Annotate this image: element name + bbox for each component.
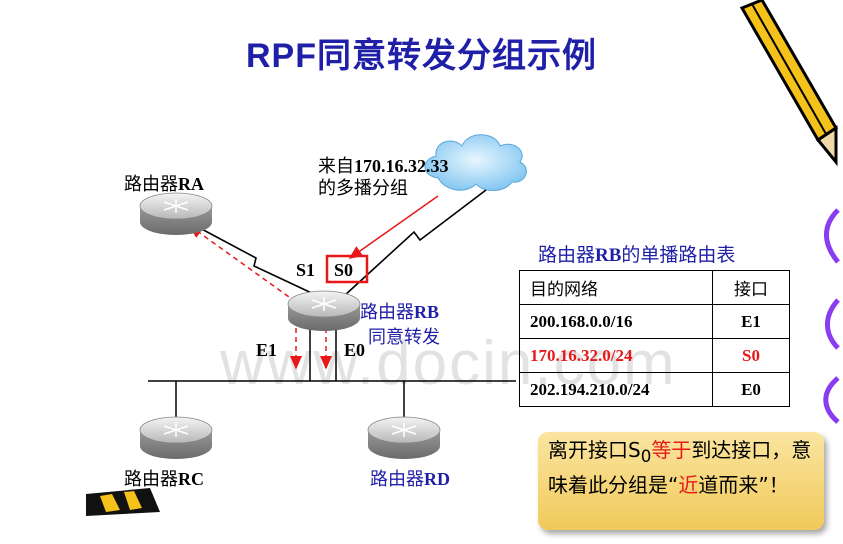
interface-s1-label: S1: [296, 260, 316, 280]
pencil-decoration: [739, 0, 839, 167]
callout-emphasis: 近: [678, 473, 699, 497]
explanation-callout: 离开接口S0等于到达接口，意味着此分组是“近道而来”！: [538, 432, 824, 530]
table-row: 200.168.0.0/16 E1: [519, 304, 790, 339]
interface-e0-label: E0: [344, 340, 366, 360]
row-interface: S0: [712, 338, 790, 373]
header-interface: 接口: [712, 270, 790, 305]
incoming-arrow: [348, 195, 439, 259]
callout-text: 道而来: [698, 473, 759, 497]
router-rb-note: 同意转发: [368, 327, 440, 347]
callout-emphasis: 等于: [651, 438, 692, 462]
serial-links: [195, 189, 487, 297]
row-interface: E0: [712, 372, 790, 407]
callout-text: 离开接口S: [548, 438, 641, 462]
router-ra-label: 路由器RA: [124, 174, 204, 194]
router-rb-icon: [287, 290, 361, 331]
interface-s0-label: S0: [334, 260, 354, 280]
router-rd-icon: [367, 416, 441, 459]
callout-text: 到达接口，意味着此分组是: [548, 438, 812, 497]
source-label-line1: 来自170.16.32.33: [318, 156, 449, 176]
row-network: 170.16.32.0/24: [519, 338, 713, 373]
s0-highlight-box: [325, 254, 369, 284]
table-row-highlighted: 170.16.32.0/24 S0: [519, 338, 790, 373]
router-rc-label: 路由器RC: [124, 469, 204, 489]
router-ra-icon: [139, 192, 213, 235]
routing-table: 目的网络 接口 200.168.0.0/16 E1 170.16.32.0/24…: [519, 270, 790, 407]
row-interface: E1: [712, 304, 790, 339]
page-title: RPF同意转发分组示例: [246, 37, 597, 75]
table-header-row: 目的网络 接口: [519, 270, 790, 305]
header-destination: 目的网络: [519, 270, 713, 305]
routing-table-title: 路由器RB的单播路由表: [538, 245, 736, 266]
corner-decoration: [86, 488, 160, 516]
router-rb-label: 路由器RB: [360, 302, 440, 322]
squiggle-decoration: [823, 208, 840, 424]
interface-e1-label: E1: [256, 340, 278, 360]
source-label-line2: 的多播分组: [318, 178, 408, 198]
table-row: 202.194.210.0/24 E0: [519, 372, 790, 407]
callout-subscript: 0: [640, 447, 652, 466]
forward-arrow-ra: [188, 225, 297, 303]
row-network: 200.168.0.0/16: [519, 304, 713, 339]
router-rc-icon: [139, 416, 213, 459]
row-network: 202.194.210.0/24: [519, 372, 713, 407]
router-rd-label: 路由器RD: [370, 469, 450, 489]
multicast-source-cloud: [424, 134, 527, 191]
